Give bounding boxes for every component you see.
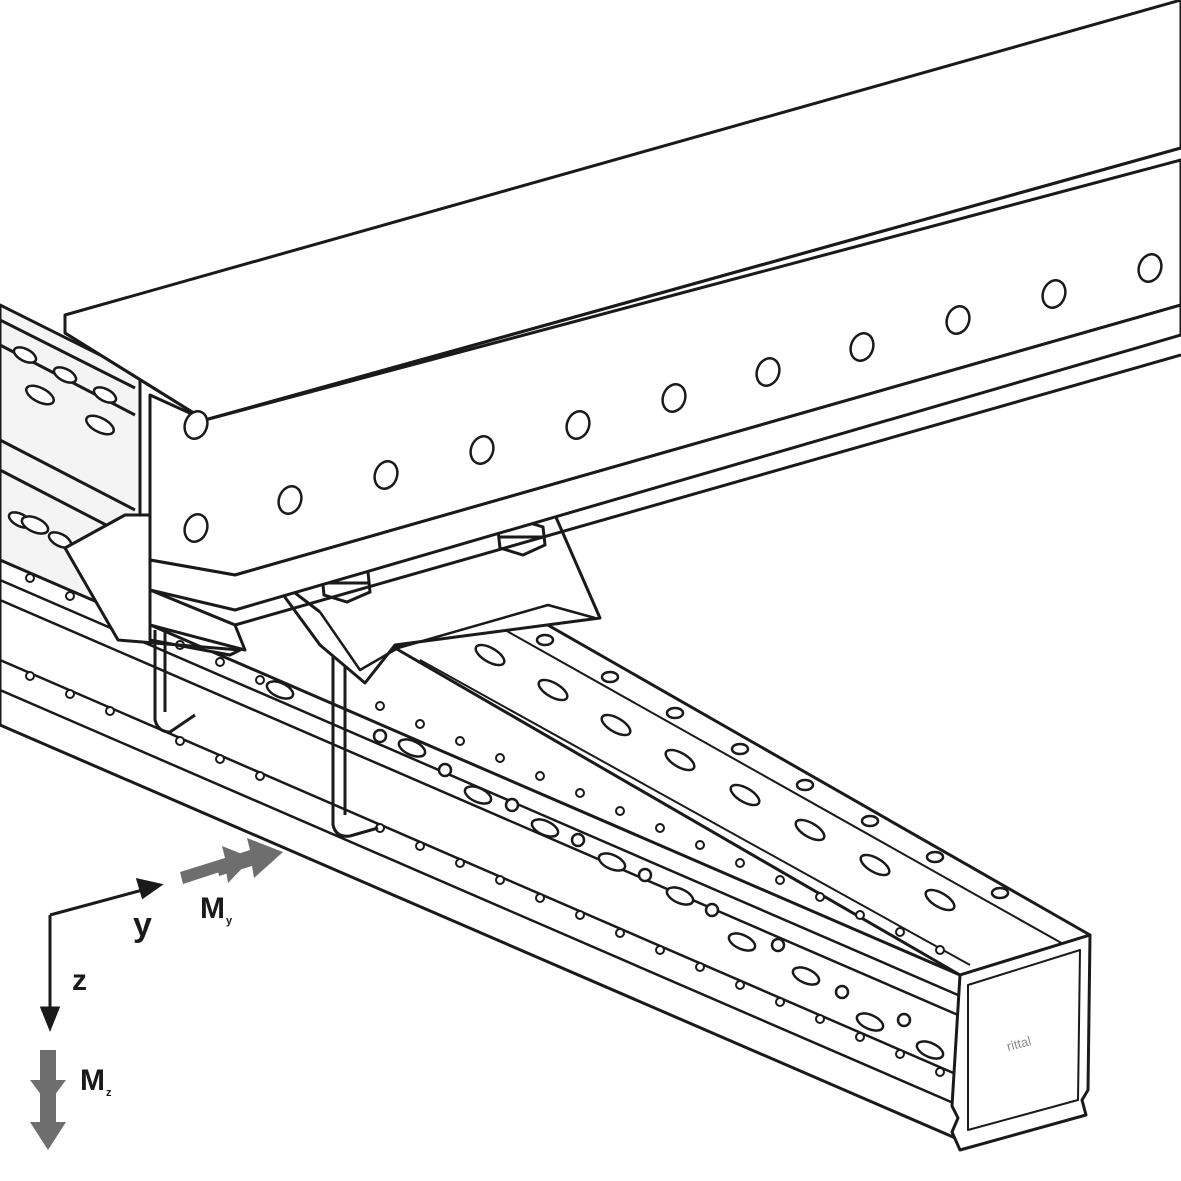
moment-y-label: My bbox=[200, 892, 233, 927]
moment-z-label: Mz bbox=[80, 1064, 112, 1099]
coordinate-axes-icon bbox=[39, 877, 164, 1033]
moment-y-arrow-icon bbox=[180, 838, 283, 884]
y-axis-label: y bbox=[133, 906, 152, 944]
c-channel-beam bbox=[63, 0, 1181, 652]
brand-mark: rittal bbox=[1005, 1033, 1033, 1054]
perforated-rail bbox=[0, 515, 1092, 1152]
moment-z-arrow-icon bbox=[30, 1050, 66, 1150]
z-axis-label: z bbox=[72, 964, 87, 997]
